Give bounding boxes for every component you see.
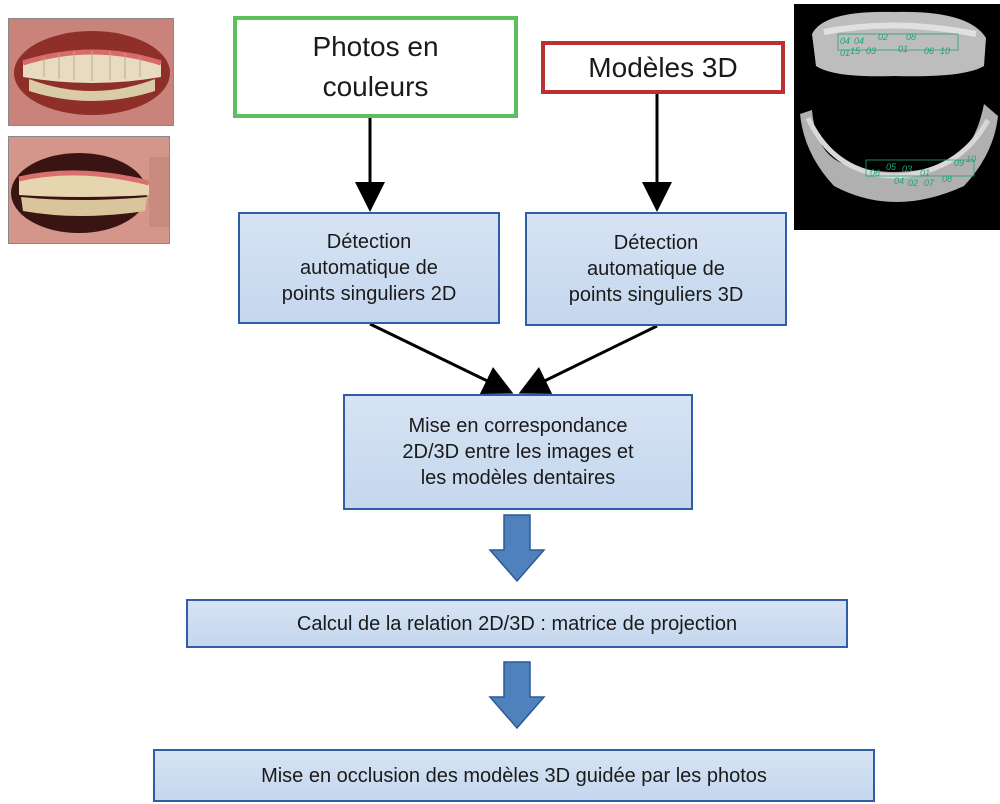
svg-text:04: 04	[894, 176, 904, 186]
svg-text:09: 09	[954, 158, 964, 168]
lateral-teeth-photo	[8, 136, 170, 244]
models-3d-input-box: Modèles 3D	[541, 41, 785, 94]
matching-box: Mise en correspondance 2D/3D entre les i…	[343, 394, 693, 510]
upper-landmark-labels: 04 04 02 08 01 03 15 01 06 10	[840, 32, 950, 58]
svg-text:01: 01	[920, 168, 930, 178]
svg-text:08: 08	[942, 174, 952, 184]
svg-text:05: 05	[886, 162, 897, 172]
svg-text:15: 15	[850, 46, 861, 56]
arrow-detect3d-to-matching	[518, 324, 658, 394]
svg-text:02: 02	[908, 178, 918, 188]
detection-2d-box: Détection automatique de points singulie…	[238, 212, 500, 324]
svg-text:03: 03	[902, 164, 912, 174]
detection-2d-label: Détection automatique de points singulie…	[281, 231, 457, 305]
svg-text:07: 07	[924, 178, 935, 188]
projection-label: Calcul de la relation 2D/3D : matrice de…	[296, 612, 738, 635]
svg-text:04: 04	[840, 36, 850, 46]
detection-3d-label: Détection automatique de points singulie…	[568, 232, 744, 306]
photos-input-label: Photos en couleurs	[312, 31, 439, 102]
svg-text:03: 03	[866, 46, 876, 56]
svg-text:08: 08	[906, 32, 916, 42]
lower-landmark-labels: 06 05 03 01 04 02 07 08 09 10	[870, 154, 976, 188]
svg-text:02: 02	[878, 32, 888, 42]
occlusion-label: Mise en occlusion des modèles 3D guidée …	[261, 764, 767, 787]
svg-text:01: 01	[898, 44, 908, 54]
svg-text:06: 06	[870, 168, 880, 178]
detection-3d-box: Détection automatique de points singulie…	[525, 212, 787, 326]
svg-text:04: 04	[854, 36, 864, 46]
photos-input-box: Photos en couleurs	[233, 16, 518, 118]
svg-text:06: 06	[924, 46, 934, 56]
svg-text:10: 10	[940, 46, 950, 56]
dental-3d-model-image: 04 04 02 08 01 03 15 01 06 10 06 05 03 0…	[794, 4, 1000, 230]
block-arrow-to-occlusion	[488, 661, 546, 730]
matching-label: Mise en correspondance 2D/3D entre les i…	[402, 415, 634, 489]
frontal-teeth-photo	[8, 18, 174, 126]
arrow-detect2d-to-matching	[369, 322, 514, 395]
svg-text:01: 01	[840, 48, 850, 58]
models-3d-input-label: Modèles 3D	[588, 51, 738, 83]
block-arrow-to-projection	[488, 514, 546, 583]
svg-text:10: 10	[966, 154, 976, 164]
projection-box: Calcul de la relation 2D/3D : matrice de…	[186, 599, 848, 648]
occlusion-box: Mise en occlusion des modèles 3D guidée …	[153, 749, 875, 802]
